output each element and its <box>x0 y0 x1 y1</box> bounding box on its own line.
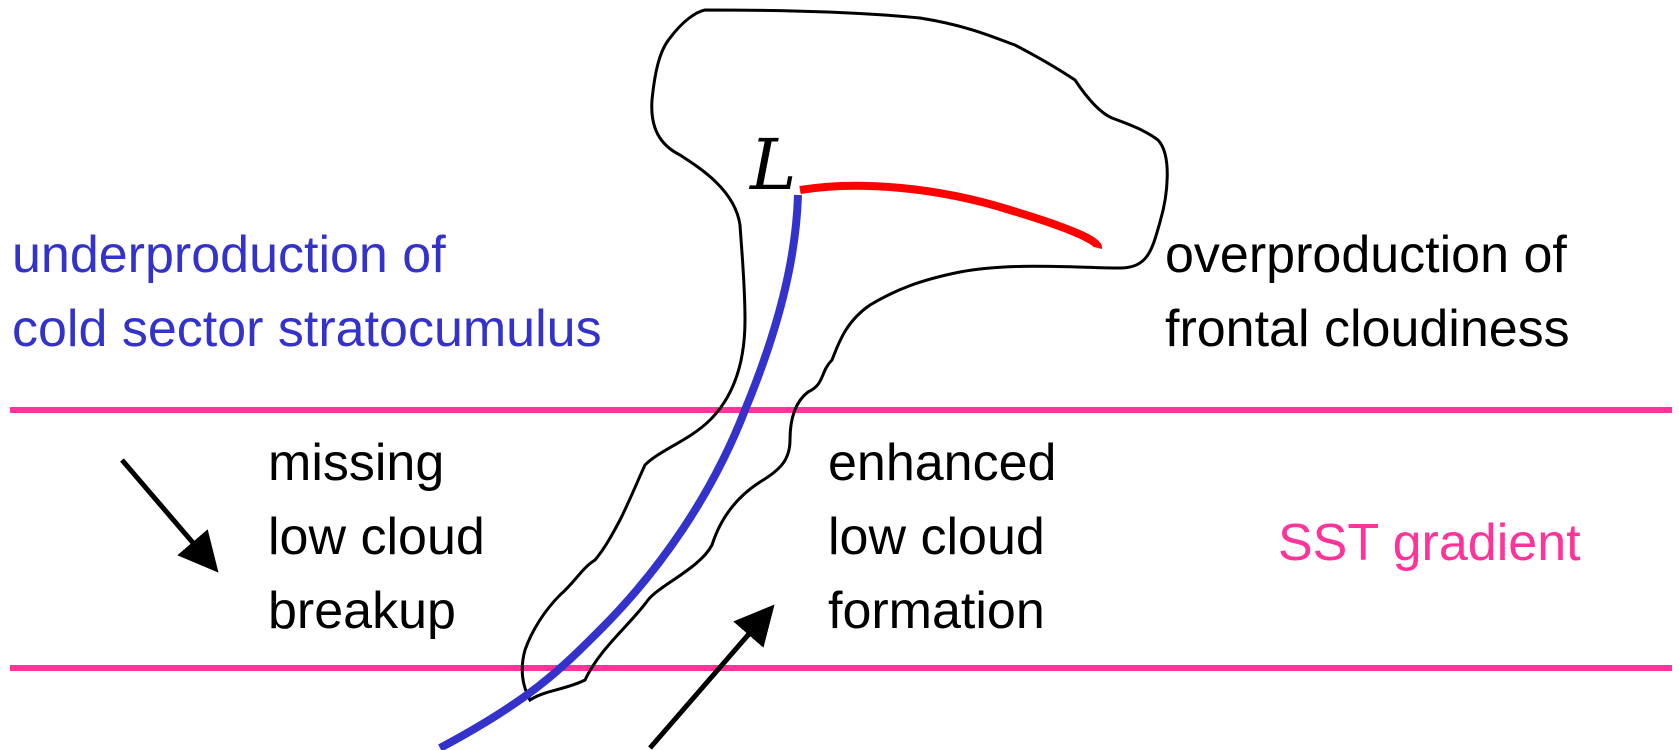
cold-sector-label: underproduction of cold sector stratocum… <box>12 218 602 366</box>
frontal-label: overproduction of frontal cloudiness <box>1165 218 1570 366</box>
cold-sector-line-1: underproduction of <box>12 218 602 292</box>
warm-front-line <box>800 186 1098 248</box>
enhanced-line-3: formation <box>828 574 1056 648</box>
missing-line-3: breakup <box>268 574 485 648</box>
frontal-line-1: overproduction of <box>1165 218 1570 292</box>
enhanced-line-1: enhanced <box>828 426 1056 500</box>
enhanced-line-2: low cloud <box>828 500 1056 574</box>
cold-advection-arrow <box>122 460 212 565</box>
cold-sector-line-2: cold sector stratocumulus <box>12 292 602 366</box>
warm-advection-arrow <box>650 612 768 748</box>
enhanced-formation-label: enhanced low cloud formation <box>828 426 1056 648</box>
missing-breakup-label: missing low cloud breakup <box>268 426 485 648</box>
low-pressure-marker: L <box>750 130 796 200</box>
missing-line-1: missing <box>268 426 485 500</box>
sst-gradient-label: SST gradient <box>1278 506 1581 580</box>
frontal-line-2: frontal cloudiness <box>1165 292 1570 366</box>
missing-line-2: low cloud <box>268 500 485 574</box>
